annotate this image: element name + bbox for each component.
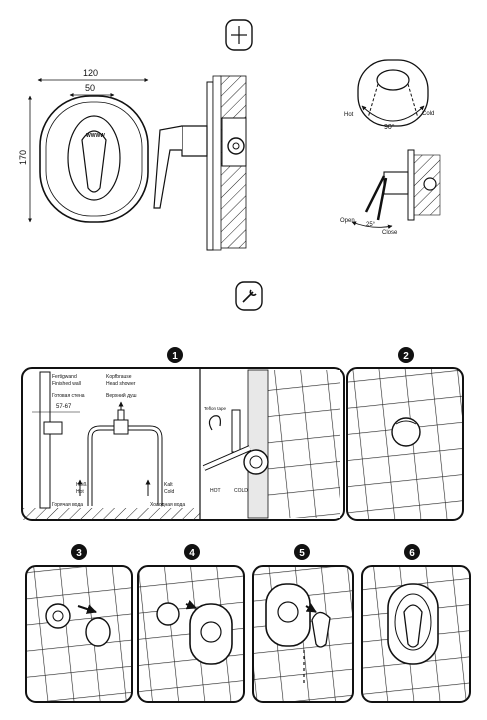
lever-diagram: Open 25° Close xyxy=(340,149,441,236)
head-shower-ru: Верхний душ xyxy=(106,392,137,399)
svg-text:6: 6 xyxy=(409,548,415,559)
svg-text:5: 5 xyxy=(299,548,305,559)
svg-text:3: 3 xyxy=(76,548,82,559)
height-label: 170 xyxy=(18,150,28,165)
width-label: 120 xyxy=(83,68,98,78)
step-number-4: 4 xyxy=(184,544,200,560)
step4-panel xyxy=(137,565,245,703)
finished-wall-de: Fertigwand xyxy=(52,374,77,380)
open-label: Open xyxy=(340,218,355,224)
svg-text:1: 1 xyxy=(172,351,178,362)
pipe-cold-label: COLD xyxy=(234,488,248,494)
hot-ru-label: Горячая вода xyxy=(52,502,83,508)
finished-wall-ru: Готовая стена xyxy=(52,393,85,399)
step2-panel xyxy=(346,367,464,521)
head-shower-de: Kopfbrause xyxy=(106,374,132,380)
cross-tool-icon xyxy=(225,19,253,51)
rotation-angle-label: 90° xyxy=(384,123,395,131)
cold-ru-label: Холодная вода xyxy=(150,502,185,508)
step-number-2: 2 xyxy=(398,347,414,363)
close-label: Close xyxy=(382,230,398,236)
hot-de-label: Heiß xyxy=(76,482,87,488)
step-number-6: 6 xyxy=(404,544,420,560)
depth-label: 57-67 xyxy=(56,404,72,410)
head-shower-en: Head shower xyxy=(106,381,136,387)
hot-label: Hot xyxy=(344,112,354,118)
step5-panel xyxy=(252,565,354,703)
cold-label: Cold xyxy=(422,111,434,117)
lever-angle-label: 25° xyxy=(366,222,376,228)
svg-text:4: 4 xyxy=(189,548,195,559)
front-view-drawing: 120 50 170 WWWW xyxy=(18,68,149,223)
cold-en-label: Cold xyxy=(164,489,175,495)
rotation-diagram: Hot Cold 90° xyxy=(344,59,434,131)
step1-panel: Fertigwand Finished wall Готовая стена 5… xyxy=(21,367,345,521)
step-number-5: 5 xyxy=(294,544,310,560)
hot-en-label: Hot xyxy=(76,489,84,495)
pipe-hot-label: HOT xyxy=(210,488,221,494)
step3-panel xyxy=(25,565,133,703)
side-view-drawing xyxy=(153,75,247,251)
finished-wall-en: Finished wall xyxy=(52,381,81,387)
brand-mark: WWWW xyxy=(86,133,105,139)
cold-de-label: Kalt xyxy=(164,482,173,488)
wrench-icon xyxy=(235,281,263,311)
step6-panel xyxy=(361,565,471,703)
step-number-1: 1 xyxy=(167,347,183,363)
svg-text:2: 2 xyxy=(403,351,409,362)
step-number-3: 3 xyxy=(71,544,87,560)
handle-width-label: 50 xyxy=(85,83,95,93)
teflon-tape-label: Teflon tape xyxy=(204,406,227,411)
